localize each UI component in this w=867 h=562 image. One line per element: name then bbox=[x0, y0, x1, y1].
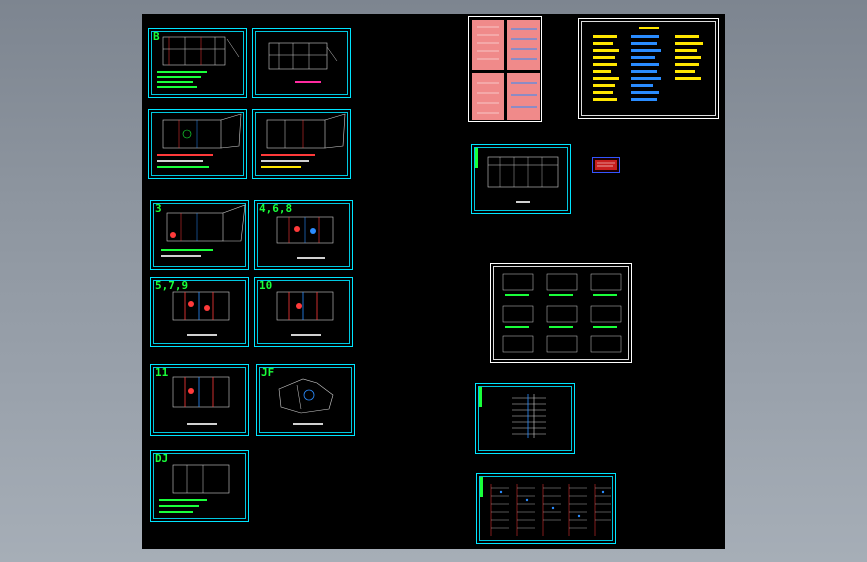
sheet-number-label: 4,6,8 bbox=[259, 202, 293, 215]
sheet-inner-frame bbox=[255, 112, 348, 176]
sheet-number-label: 5,7,9 bbox=[155, 279, 189, 292]
table-panel-top-right bbox=[507, 20, 540, 70]
system-diagram-sheet-1[interactable] bbox=[471, 144, 571, 214]
drawing-sheet-dj-floor[interactable]: DJ bbox=[150, 450, 249, 522]
sheet-number-label: 3 bbox=[155, 202, 162, 215]
floor-plan-drawing bbox=[276, 291, 334, 336]
drawing-sheet-11-floor[interactable]: 11 bbox=[150, 364, 249, 436]
sheet-inner-frame bbox=[151, 31, 244, 95]
drawing-sheet-3[interactable] bbox=[148, 109, 247, 179]
sheet-tab-marker bbox=[480, 477, 483, 497]
sheet-inner-frame bbox=[581, 21, 716, 116]
sheet-inner-frame bbox=[479, 476, 613, 541]
legend-sheet[interactable] bbox=[578, 18, 719, 119]
drawing-sheet-5-7-9-floor[interactable]: 5,7,9 bbox=[150, 277, 249, 347]
sheet-inner-frame bbox=[153, 367, 246, 433]
sheet-inner-frame bbox=[474, 147, 568, 211]
floor-plan-drawing bbox=[276, 216, 334, 259]
drawing-sheet-3-floor[interactable]: 3 bbox=[150, 200, 249, 270]
drawing-sheet-4-6-8-floor[interactable]: 4,6,8 bbox=[254, 200, 353, 270]
drawing-sheet-jf-floor[interactable]: JF bbox=[256, 364, 355, 436]
note-block-content bbox=[595, 160, 617, 170]
sheet-inner-frame bbox=[255, 31, 348, 95]
drawing-sheet-b[interactable]: B bbox=[148, 28, 247, 98]
riser-diagram bbox=[512, 394, 546, 438]
table-panel-top-left bbox=[472, 20, 504, 70]
sheet-inner-frame bbox=[153, 453, 246, 519]
riser-diagram-sheet[interactable] bbox=[475, 383, 575, 454]
sheet-inner-frame bbox=[257, 280, 350, 344]
floor-plan-drawing bbox=[268, 42, 338, 83]
sheet-inner-frame bbox=[259, 367, 352, 433]
note-block[interactable] bbox=[592, 157, 620, 173]
sheet-tab-marker bbox=[475, 148, 478, 168]
sheet-number-label: B bbox=[153, 30, 160, 43]
sheet-inner-frame bbox=[257, 203, 350, 267]
sheet-tab-marker bbox=[479, 387, 482, 407]
legend-content bbox=[593, 27, 703, 101]
distribution-diagram bbox=[490, 484, 611, 536]
sheet-inner-frame bbox=[153, 203, 246, 267]
sheet-inner-frame bbox=[153, 280, 246, 344]
table-panel-bottom-right bbox=[507, 73, 540, 120]
system-diagram bbox=[487, 156, 559, 203]
floor-plan-drawing bbox=[172, 376, 230, 425]
system-diagram bbox=[502, 273, 622, 353]
floor-plan-drawing bbox=[278, 378, 334, 425]
floor-plan-drawing bbox=[157, 36, 240, 88]
sheet-inner-frame bbox=[151, 112, 244, 176]
drawing-sheet-10-floor[interactable]: 10 bbox=[254, 277, 353, 347]
floor-plan-drawing bbox=[157, 113, 242, 168]
sheet-inner-frame bbox=[478, 386, 572, 451]
material-table-sheet[interactable] bbox=[468, 16, 542, 122]
table-panel-bottom-left bbox=[472, 73, 504, 120]
drawing-sheet-4[interactable] bbox=[252, 109, 351, 179]
sheet-number-label: JF bbox=[261, 366, 275, 379]
sheet-number-label: DJ bbox=[155, 452, 169, 465]
distribution-diagram-sheet[interactable] bbox=[476, 473, 616, 544]
sheet-inner-frame bbox=[493, 266, 629, 360]
floor-plan-drawing bbox=[261, 113, 346, 168]
drawing-sheet-2[interactable] bbox=[252, 28, 351, 98]
system-diagram-sheet-2[interactable] bbox=[490, 263, 632, 363]
floor-plan-drawing bbox=[161, 204, 246, 257]
floor-plan-drawing bbox=[172, 291, 230, 336]
sheet-number-label: 11 bbox=[155, 366, 169, 379]
sheet-number-label: 10 bbox=[259, 279, 273, 292]
table-grid-lines bbox=[477, 26, 537, 114]
floor-plan-drawing bbox=[159, 464, 230, 513]
drawing-canvas[interactable]: B bbox=[142, 14, 725, 549]
